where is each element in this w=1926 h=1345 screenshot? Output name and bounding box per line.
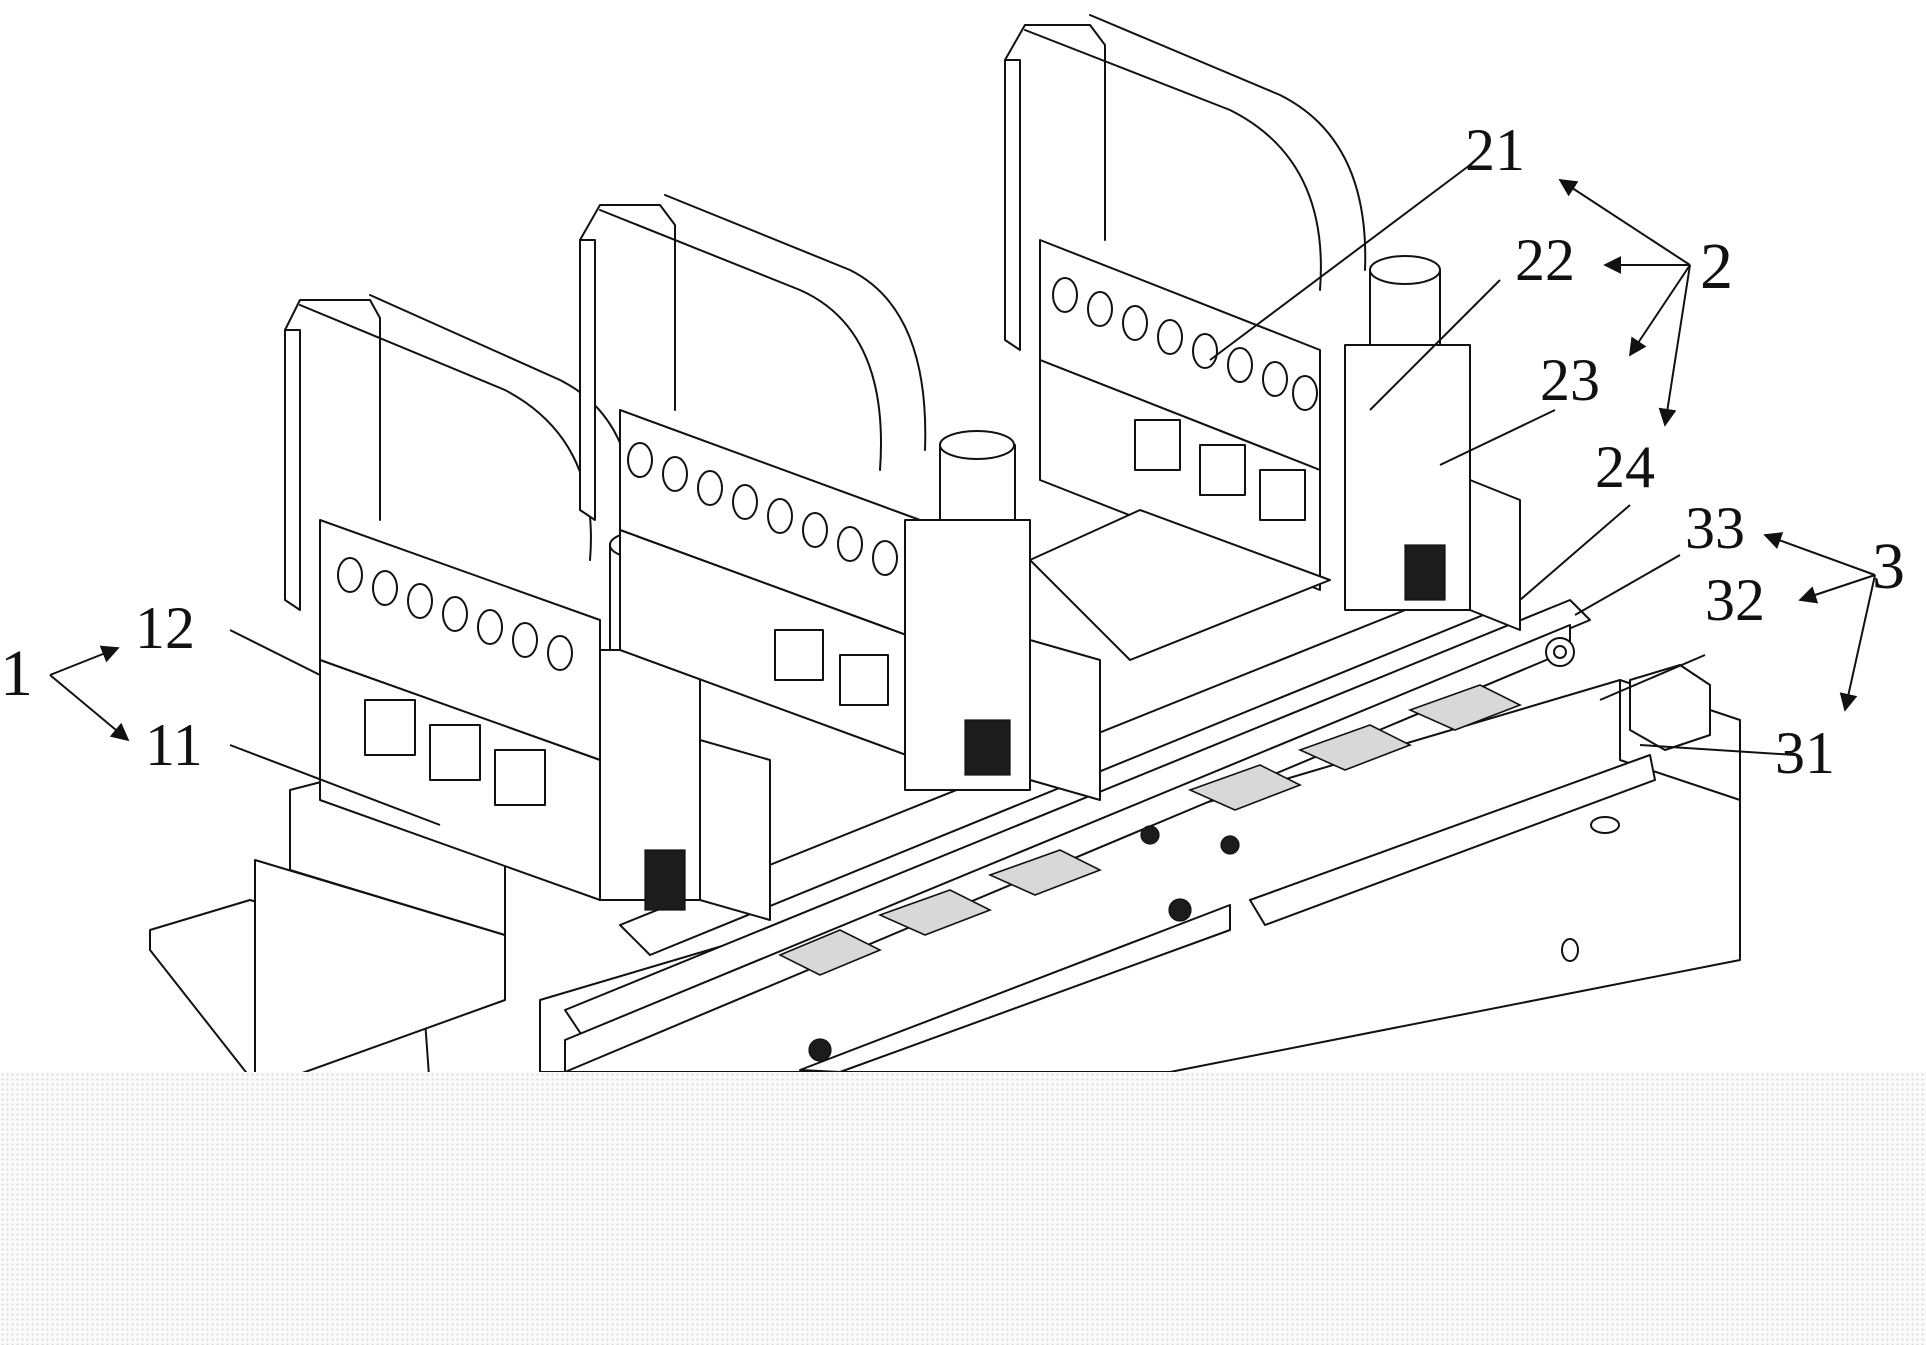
label-1: 1 <box>0 637 33 710</box>
label-11: 11 <box>145 712 203 778</box>
label-3: 3 <box>1872 530 1905 603</box>
label-22: 22 <box>1515 227 1575 293</box>
label-33: 33 <box>1685 495 1745 561</box>
tray-pads <box>778 684 1522 976</box>
reference-labels: 1 12 11 21 22 2 23 24 33 32 3 31 <box>0 117 1905 786</box>
label-12: 12 <box>135 595 195 661</box>
leader-lines <box>229 164 1796 826</box>
label-31: 31 <box>1775 720 1835 786</box>
label-24: 24 <box>1595 434 1655 500</box>
beam-holes-right <box>1052 277 1318 411</box>
gantry-unit-right <box>1004 14 1521 661</box>
label-23: 23 <box>1540 347 1600 413</box>
label-21: 21 <box>1465 117 1525 183</box>
label-2: 2 <box>1700 230 1733 303</box>
gantry-unit-middle <box>579 194 1101 801</box>
group-arrows <box>49 179 1876 742</box>
beam-holes-middle <box>627 442 898 576</box>
label-32: 32 <box>1705 567 1765 633</box>
beam-holes-left <box>337 557 573 671</box>
blank-dotted-area <box>0 1072 1926 1345</box>
